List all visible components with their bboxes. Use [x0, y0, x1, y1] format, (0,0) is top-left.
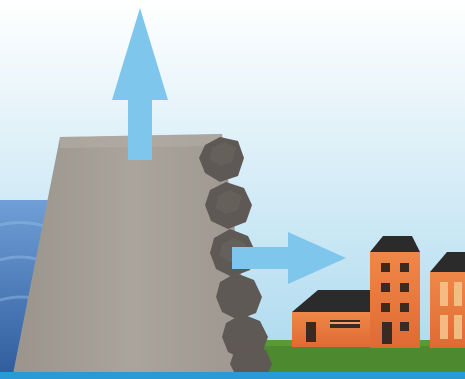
house-right [430, 252, 465, 348]
house-tall [370, 236, 420, 348]
frame-line [0, 372, 465, 379]
